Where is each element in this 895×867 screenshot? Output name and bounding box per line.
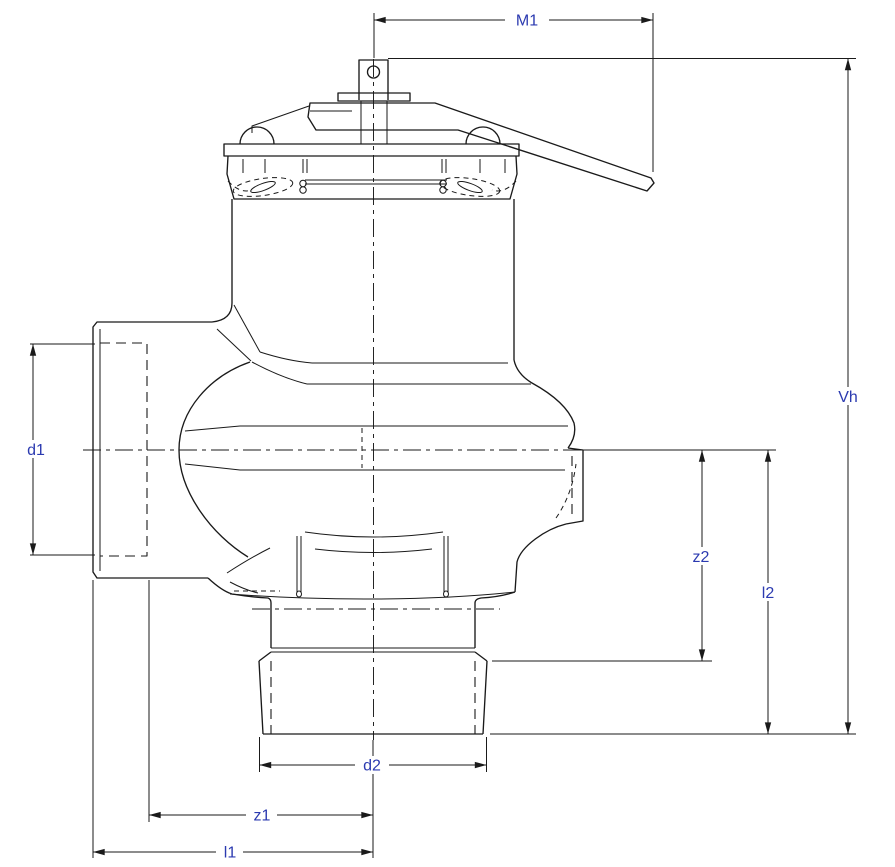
stem-washer [337,92,411,102]
dim-label-mask [21,440,51,458]
cap-ribs [242,159,506,173]
body-rib-right [443,536,449,592]
outlet-rim-top-wave [229,591,516,600]
cap-body [226,155,518,200]
outlet-groove-lines [271,647,475,653]
dim-label-d1: d1 [27,442,45,459]
body-rib-left [296,536,302,592]
dim-label-mask [686,547,716,565]
dim-label-d2: d2 [363,758,381,775]
body-bore-line-bottom [184,463,565,471]
dim-label-mask [355,756,389,774]
gusset-lower-1 [226,547,271,574]
cap-corner-dash-left [227,180,253,192]
drain-boss-thread-curve [555,463,577,519]
cap-wing-left-inner [250,180,276,194]
dim-label-mask [216,843,243,861]
body-rib-left-foot [296,590,302,598]
pivot-dome-left [239,126,275,145]
body-left-arc [178,361,251,558]
gusset-upper-1 [233,304,261,353]
outlet-rim-right [474,591,516,648]
pivot-dome-right [465,126,501,145]
outlet-thread-root-dash [270,661,476,734]
dim-label-vh: Vh [838,389,858,406]
outlet-thread [258,660,488,735]
body-right-arc [513,359,576,449]
cap-wing-left [232,177,294,197]
dimensions: M1 Vh d1 z2 l2 d2 z1 l1 [21,11,864,862]
cap-joint-lines [305,179,447,185]
dim-label-m1: M1 [516,13,538,30]
stem-lower [360,101,388,144]
gusset-upper-arc2 [251,361,308,385]
dim-label-z1: z1 [254,808,271,825]
dim-label-mask [246,806,277,824]
dim-label-mask [505,11,549,29]
inlet-thread-hidden-line [100,342,148,557]
cap-detail-eight-left [299,179,307,194]
gusset-lower-2 [229,581,259,594]
cap-wing-right [439,177,501,197]
dim-label-l1: l1 [224,845,237,862]
lever-arm [307,102,655,192]
inlet-port-face [92,321,212,579]
gusset-upper-arc1 [259,351,313,364]
bonnet-neck-left [211,199,233,323]
lever-bracket [251,105,310,133]
dim-label-mask [756,583,781,601]
cap-wing-right-inner [457,180,483,194]
body-bore-line-top [184,425,568,432]
body-cast-wave-1 [304,531,444,538]
body-rib-right-foot [443,590,449,598]
dim-label-l2: l2 [762,585,775,602]
cap-detail-eight-right [439,179,447,194]
cap-corner-dash-right [491,180,517,192]
dim-label-mask [832,387,864,405]
outlet-chamfer [258,651,488,662]
cap-plate [223,143,520,157]
body-right-lower [514,523,567,593]
outlet-rim-left [207,577,272,648]
dim-label-z2: z2 [693,549,710,566]
gusset-upper-2 [216,328,252,362]
valve-outline [83,59,655,740]
drain-boss [565,447,584,525]
